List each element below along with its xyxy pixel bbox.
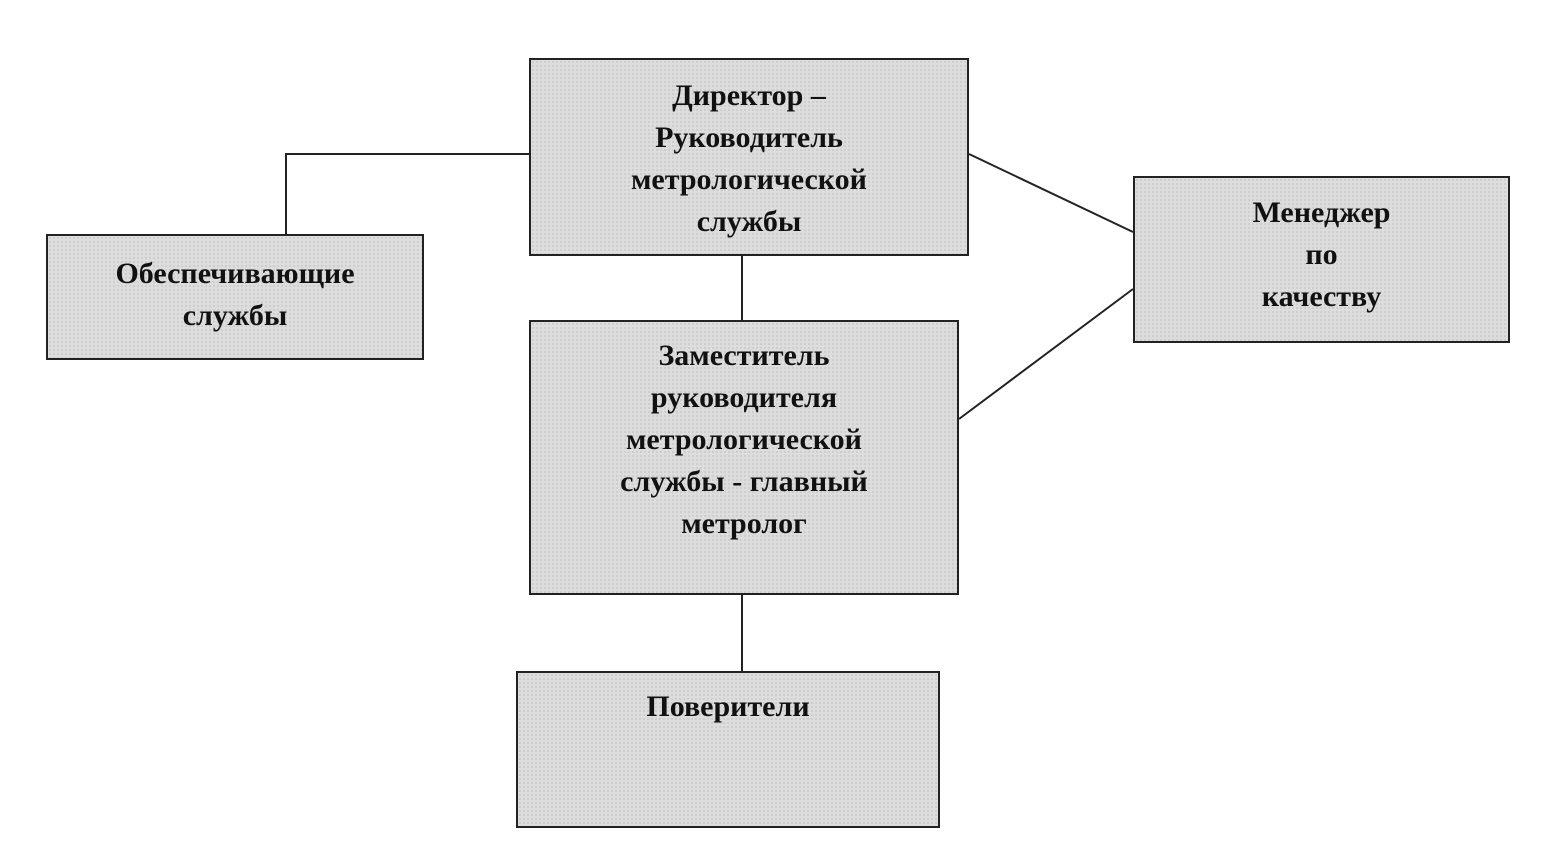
node-deputy-chief-metrologist: Заместитель руководителя метрологической… xyxy=(529,320,959,595)
node-deputy-chief-metrologist-label: Заместитель руководителя метрологической… xyxy=(620,339,868,540)
edge-deputy-quality xyxy=(958,288,1134,420)
node-director-label: Директор – Руководитель метрологической … xyxy=(631,79,867,238)
node-verifiers: Поверители xyxy=(516,671,940,828)
edge-director-support xyxy=(285,153,529,234)
node-director: Директор – Руководитель метрологической … xyxy=(529,58,969,256)
node-support-services-label: Обеспечивающие службы xyxy=(115,257,355,332)
node-verifiers-label: Поверители xyxy=(646,690,810,723)
node-quality-manager-label: Менеджер по качеству xyxy=(1252,196,1391,313)
node-quality-manager: Менеджер по качеству xyxy=(1133,176,1510,343)
node-support-services: Обеспечивающие службы xyxy=(46,234,424,360)
edge-director-quality xyxy=(968,153,1134,233)
